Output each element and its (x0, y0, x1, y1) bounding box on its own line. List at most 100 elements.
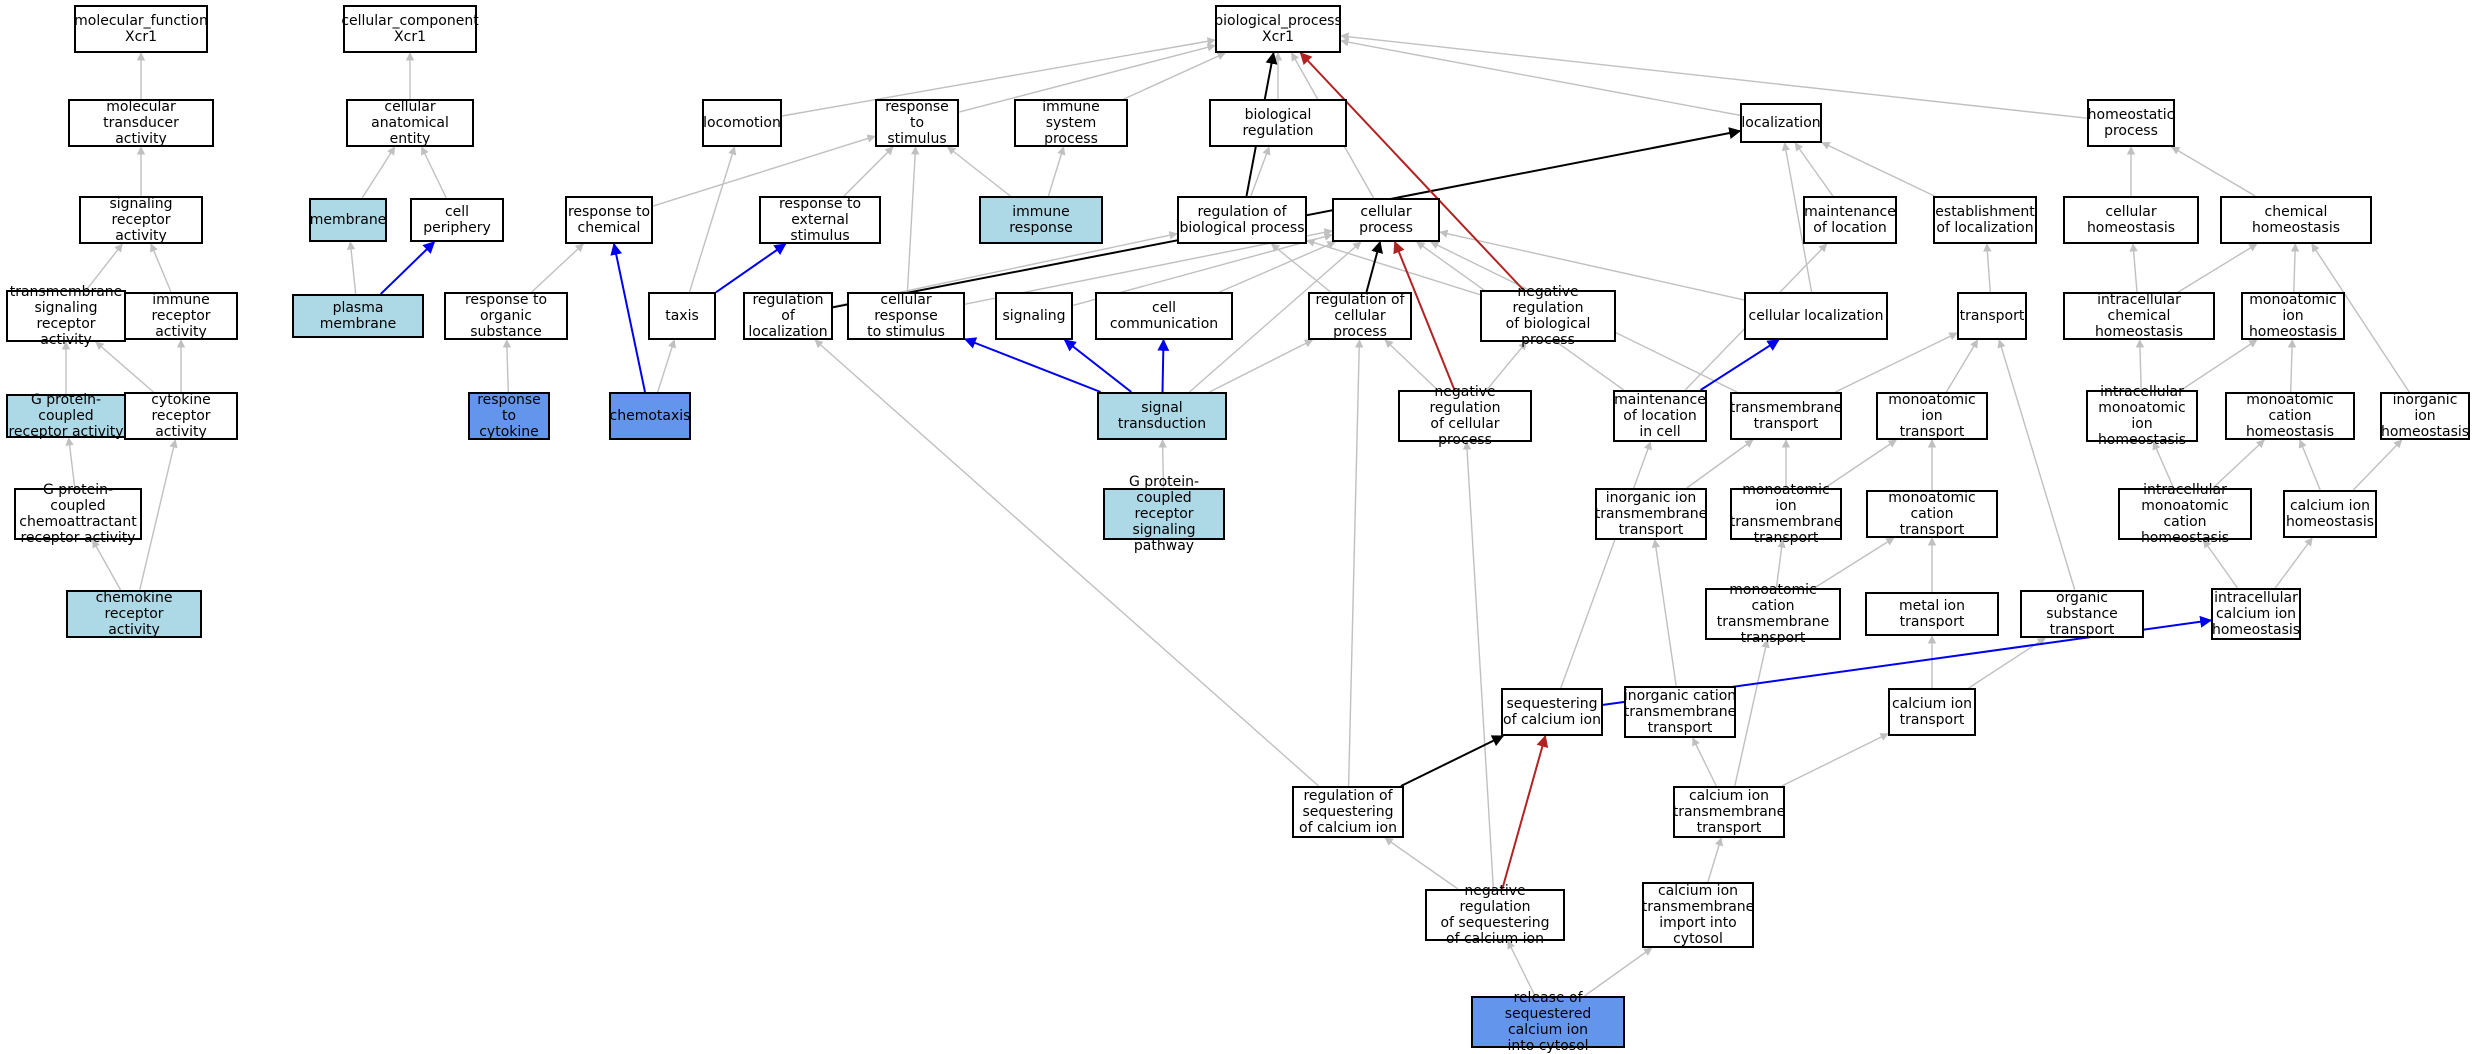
term-node-tmt[interactable]: transmembrane transport (1730, 392, 1842, 440)
term-node-cc[interactable]: cellular_component Xcr1 (341, 5, 479, 53)
term-node-hp[interactable]: homeostatic process (2087, 99, 2175, 147)
term-node-nrcp[interactable]: negative regulation of cellular process (1398, 384, 1532, 448)
edge-ictt-to-iitt (1651, 539, 1677, 687)
term-node-citt[interactable]: calcium ion transmembrane transport (1672, 786, 1786, 838)
term-node-nrbp[interactable]: negative regulation of biological proces… (1480, 284, 1616, 348)
term-node-rbp[interactable]: regulation of biological process (1177, 196, 1307, 244)
term-node-eol[interactable]: establishment of localization (1933, 196, 2037, 244)
edge-st-to-sig (1063, 339, 1132, 393)
term-node-rel[interactable]: release of sequestered calcium ion into … (1471, 990, 1625, 1054)
term-node-gpcr[interactable]: G protein-coupled receptor activity (6, 392, 126, 440)
term-node-ost[interactable]: organic substance transport (2020, 590, 2144, 638)
edge-icih-to-cih (2274, 537, 2313, 589)
edge-ichom-to-chem (2177, 243, 2258, 293)
edge-ir-to-rts (947, 146, 1011, 197)
term-node-ichom[interactable]: intracellular chemical homeostasis (2063, 292, 2215, 340)
term-node-st[interactable]: signal transduction (1097, 392, 1227, 440)
term-node-cra[interactable]: cytokine receptor activity (124, 392, 238, 440)
term-node-cit[interactable]: calcium ion transport (1888, 688, 1976, 736)
term-node-mch[interactable]: monoatomic cation homeostasis (2225, 392, 2355, 440)
term-node-mem[interactable]: membrane (309, 198, 387, 242)
term-node-tsra[interactable]: transmembrane signaling receptor activit… (6, 284, 126, 348)
term-node-loc[interactable]: localization (1740, 103, 1822, 143)
term-node-ictt[interactable]: inorganic cation transmembrane transport (1623, 686, 1737, 738)
term-node-imih[interactable]: intracellular monoatomic ion homeostasis (2086, 384, 2198, 448)
edge-rseq-to-seq (1400, 735, 1505, 787)
term-node-mta[interactable]: molecular transducer activity (68, 99, 214, 147)
term-node-chom[interactable]: cellular homeostasis (2063, 196, 2199, 244)
term-node-mf[interactable]: molecular_function Xcr1 (74, 5, 208, 53)
edge-mctt-to-mitt (1775, 539, 1786, 589)
term-node-ira[interactable]: immune receptor activity (124, 292, 238, 340)
edge-crts-to-rts (906, 146, 920, 293)
term-node-iih[interactable]: inorganic ion homeostasis (2380, 392, 2470, 440)
term-node-chem[interactable]: chemical homeostasis (2220, 196, 2372, 244)
edge-rbp-to-breg (1250, 146, 1271, 197)
edge-imch-to-imih (2152, 441, 2175, 489)
edge-taxis-to-loco (688, 146, 737, 293)
edge-tran-to-eol (1983, 243, 1992, 293)
edge-rseq-to-rcp (1347, 339, 1364, 787)
term-node-mctt[interactable]: monoatomic cation transmembrane transpor… (1705, 582, 1841, 646)
term-node-rseq[interactable]: regulation of sequestering of calcium io… (1292, 786, 1404, 838)
term-node-rcp[interactable]: regulation of cellular process (1308, 292, 1412, 340)
term-node-rtes[interactable]: response to external stimulus (759, 196, 881, 244)
term-node-sra[interactable]: signaling receptor activity (79, 196, 203, 244)
term-node-sig[interactable]: signaling (995, 292, 1073, 340)
edge-mih-to-chem (2290, 243, 2300, 293)
edge-cit-to-ost (1968, 637, 2047, 689)
term-node-mitt[interactable]: monoatomic ion transmembrane transport (1729, 482, 1843, 546)
term-node-cae[interactable]: cellular anatomical entity (346, 99, 474, 147)
term-node-molc[interactable]: maintenance of location in cell (1613, 390, 1707, 442)
edge-iih-to-chem (2311, 243, 2410, 393)
term-node-cloc[interactable]: cellular localization (1744, 292, 1888, 340)
term-node-ckra[interactable]: chemokine receptor activity (66, 590, 202, 638)
edge-loco-to-bp (781, 37, 1216, 117)
term-node-rtos[interactable]: response to organic substance (444, 292, 568, 340)
edge-nrcp-to-rcp (1384, 339, 1439, 391)
term-node-bp[interactable]: biological_process Xcr1 (1214, 5, 1342, 53)
term-node-breg[interactable]: biological regulation (1209, 99, 1347, 147)
term-node-ir[interactable]: immune response (979, 196, 1103, 244)
edge-st-to-rcp (1209, 339, 1314, 393)
edge-ir-to-isp (1047, 146, 1066, 197)
term-node-mct[interactable]: monoatomic cation transport (1866, 490, 1998, 538)
edge-nrcp-to-cpr (1393, 240, 1456, 391)
term-node-metal[interactable]: metal ion transport (1865, 592, 1999, 636)
term-node-cpr[interactable]: cellular process (1332, 198, 1440, 242)
term-node-loco[interactable]: locomotion (702, 99, 782, 147)
term-node-rol[interactable]: regulation of localization (743, 292, 833, 340)
edge-rel-to-citic (1583, 947, 1653, 997)
term-node-mih[interactable]: monoatomic ion homeostasis (2241, 292, 2345, 340)
term-node-imch[interactable]: intracellular monoatomic cation homeosta… (2118, 482, 2252, 546)
term-node-rtc[interactable]: response to chemical (565, 196, 653, 244)
term-node-icih[interactable]: intracellular calcium ion homeostasis (2211, 588, 2301, 640)
edge-cih-to-iih (2352, 439, 2403, 491)
edge-hp-to-bp (1340, 32, 2088, 119)
term-node-chemo[interactable]: chemotaxis (609, 392, 691, 440)
term-node-gpcsp[interactable]: G protein-coupled receptor signaling pat… (1103, 474, 1225, 554)
term-node-taxis[interactable]: taxis (648, 292, 716, 340)
term-node-mit[interactable]: monoatomic ion transport (1876, 392, 1988, 440)
term-node-citic[interactable]: calcium ion transmembrane import into cy… (1641, 882, 1755, 948)
edge-mol-to-loc (1794, 142, 1834, 197)
edge-rcp-to-cpr (1365, 240, 1383, 293)
edge-rseq-to-rol (814, 339, 1320, 787)
term-node-mol[interactable]: maintenance of location (1803, 196, 1897, 244)
edge-ckra-to-gpcca (91, 539, 122, 591)
term-node-pm[interactable]: plasma membrane (292, 294, 424, 338)
term-node-cih[interactable]: calcium ion homeostasis (2283, 490, 2377, 538)
term-node-crts[interactable]: cellular response to stimulus (847, 292, 965, 340)
term-node-nrseq[interactable]: negative regulation of sequestering of c… (1425, 883, 1565, 947)
term-node-seq[interactable]: sequestering of calcium ion (1501, 688, 1603, 736)
term-node-ccom[interactable]: cell communication (1095, 292, 1233, 340)
term-node-rtcy[interactable]: response to cytokine (468, 392, 550, 440)
term-node-gpcca[interactable]: G protein-coupled chemoattractant recept… (14, 482, 142, 546)
term-node-isp[interactable]: immune system process (1014, 99, 1128, 147)
term-node-cp[interactable]: cell periphery (410, 198, 504, 242)
term-node-tran[interactable]: transport (1957, 292, 2027, 340)
term-node-rts[interactable]: response to stimulus (875, 99, 959, 147)
edge-ira-to-sra (150, 243, 172, 293)
term-node-iitt[interactable]: inorganic ion transmembrane transport (1594, 488, 1708, 540)
